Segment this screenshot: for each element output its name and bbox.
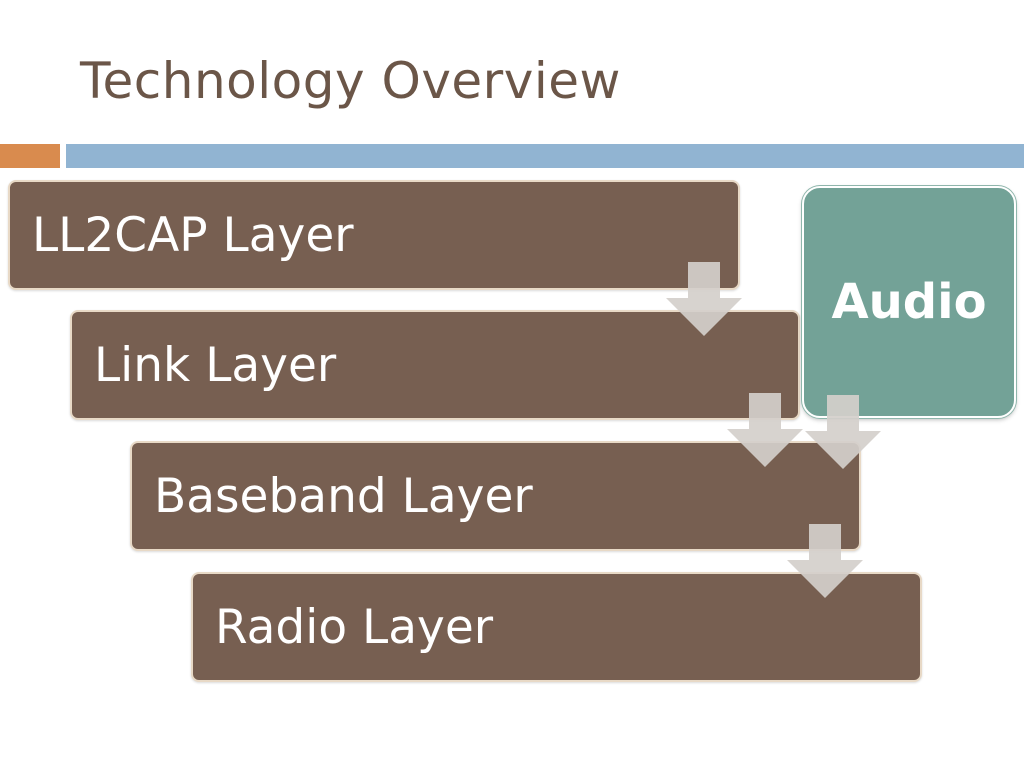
layer-link: Link Layer: [70, 310, 800, 420]
layer-label: Baseband Layer: [154, 468, 533, 524]
arrow-down-icon: [787, 524, 863, 598]
accent-bar-orange: [0, 144, 60, 168]
arrow-down-icon: [727, 393, 803, 467]
audio-block: Audio: [802, 186, 1016, 418]
layer-baseband: Baseband Layer: [130, 441, 861, 551]
layer-ll2cap: LL2CAP Layer: [8, 180, 740, 290]
layer-radio: Radio Layer: [191, 572, 922, 682]
layer-label: Link Layer: [94, 337, 337, 393]
arrow-down-icon: [666, 262, 742, 336]
layer-label: LL2CAP Layer: [32, 207, 354, 263]
audio-label: Audio: [831, 274, 987, 330]
accent-bar-blue: [66, 144, 1024, 168]
slide-title: Technology Overview: [80, 52, 621, 110]
arrow-down-icon: [805, 395, 881, 469]
layer-label: Radio Layer: [215, 599, 494, 655]
